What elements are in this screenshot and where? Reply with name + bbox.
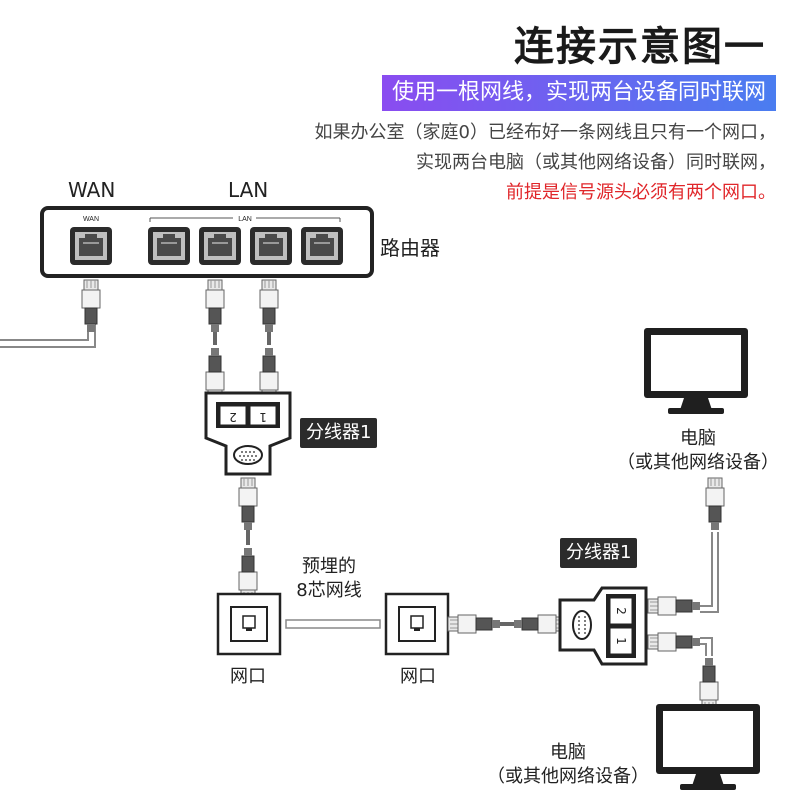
computer-top-name: 电脑: [680, 428, 716, 449]
lan-port-icon-2: [199, 227, 241, 265]
cable-label-line-1: 预埋的: [302, 556, 356, 577]
description-line-1: 如果办公室（家庭0）已经布好一条网线且只有一个网口，: [314, 122, 776, 143]
router-lan-small-label: LAN: [238, 216, 252, 223]
computer-bottom-sub: （或其他网络设备）: [487, 766, 649, 787]
subtitle-banner: 使用一根网线，实现两台设备同时联网: [381, 75, 776, 111]
router-wan-label: WAN: [68, 178, 116, 202]
wan-port-icon: [70, 227, 112, 265]
computer-top-monitor-icon: [644, 328, 748, 414]
splitter-right-tag: 分线器1: [560, 538, 638, 568]
lan-cable-2: [259, 279, 279, 401]
wall-port-right-label: 网口: [400, 666, 436, 687]
wan-plug-icon: [81, 279, 101, 333]
description-line-3: 前提是信号源头必须有两个网口。: [506, 182, 776, 203]
computer-top-sub: （或其他网络设备）: [617, 452, 779, 473]
wall-port-left: [216, 592, 282, 656]
splitter-top: 2 1: [204, 391, 292, 476]
page-title: 连接示意图一: [514, 24, 766, 70]
lan-port-icon-3: [250, 227, 292, 265]
wall-port-right: [384, 592, 450, 656]
splitter-top-port-left: 2: [229, 410, 237, 424]
wall-to-splitter-cable: [447, 614, 567, 634]
splitter-to-wall-cable: [238, 477, 258, 601]
router-lan-label: LAN: [228, 178, 269, 202]
splitter-right: 2 1: [558, 586, 648, 666]
output-cable-top: [647, 477, 725, 616]
splitter-top-tag: 分线器1: [300, 418, 378, 448]
cable-label-line-2: 8芯网线: [296, 580, 362, 601]
lan-port-icon-4: [301, 227, 343, 265]
description-line-2: 实现两台电脑（或其他网络设备）同时联网，: [416, 152, 776, 173]
splitter-right-port-top: 2: [614, 607, 628, 615]
splitter-right-port-bottom: 1: [614, 637, 628, 645]
wall-port-left-label: 网口: [230, 666, 266, 687]
router-label: 路由器: [380, 236, 440, 260]
output-cable-bottom: [647, 632, 719, 711]
lan-cable-1: [205, 279, 225, 401]
embedded-cable: [285, 619, 381, 629]
splitter-top-port-right: 1: [259, 410, 267, 424]
computer-bottom-monitor-icon: [656, 704, 760, 790]
router-wan-small-label: WAN: [83, 216, 99, 223]
wan-cable: [0, 318, 96, 348]
lan-port-icon-1: [148, 227, 190, 265]
router: WAN LAN: [40, 206, 374, 278]
computer-bottom-name: 电脑: [550, 742, 586, 763]
